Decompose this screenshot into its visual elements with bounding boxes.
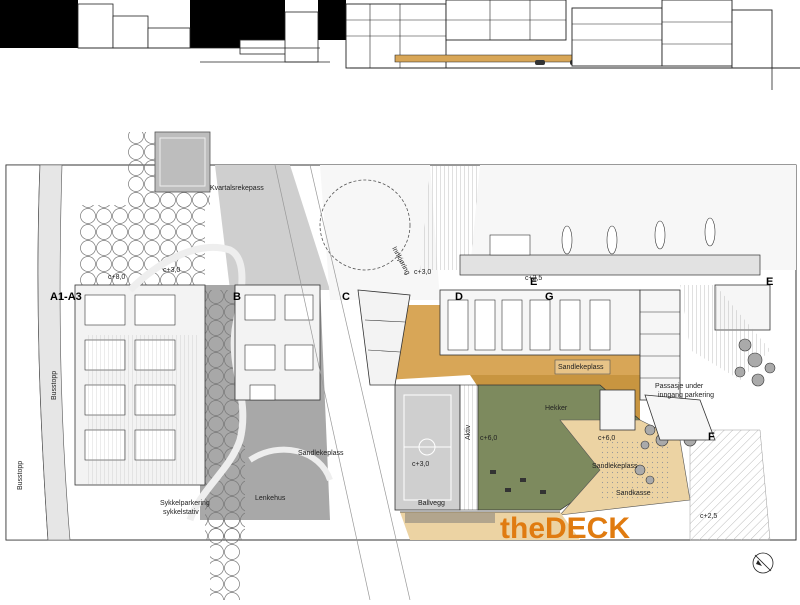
label-kvartalsrekepass: Kvartalsrekepass bbox=[210, 185, 264, 192]
label-c3-left: c+3,0 bbox=[163, 267, 180, 274]
label-sandkasse: Sandkasse bbox=[616, 490, 651, 497]
label-c2-5-right: c+2,5 bbox=[700, 513, 717, 520]
label-building-e1: E bbox=[530, 276, 537, 288]
label-c3-mid: c+3,0 bbox=[414, 269, 431, 276]
label-sykkelparkering: Sykkelparkering bbox=[160, 500, 210, 507]
label-hekker: Hekker bbox=[545, 405, 568, 412]
label-sykkelstativ: sykkelstativ bbox=[163, 509, 199, 516]
elevation-section bbox=[0, 0, 800, 90]
label-building-c: C bbox=[342, 291, 350, 303]
label-building-d: D bbox=[455, 291, 463, 303]
label-busstopp-bottom: Busstopp bbox=[17, 461, 24, 490]
label-sandlekeplass-3: Sandlekeplass bbox=[592, 463, 638, 470]
label-busstopp-top: Busstopp bbox=[51, 371, 58, 400]
label-c6-b: c+6,0 bbox=[598, 435, 615, 442]
label-passasje: Passasje under bbox=[655, 383, 704, 390]
label-building-e2: E bbox=[766, 276, 773, 288]
label-ballvegg: Ballvegg bbox=[418, 500, 445, 507]
label-c3-court: c+3,0 bbox=[412, 461, 429, 468]
label-aktiv: Aktiv bbox=[465, 424, 472, 440]
label-c8: c+8,0 bbox=[108, 274, 125, 281]
label-c6-a: c+6,0 bbox=[480, 435, 497, 442]
label-sandlekeplass-1: Sandlekeplass bbox=[298, 450, 344, 457]
label-sandlekeplass-2: Sandlekeplass bbox=[558, 364, 604, 371]
label-lenkehus: Lenkehus bbox=[255, 495, 286, 502]
label-building-b: B bbox=[233, 291, 241, 303]
label-building-g: G bbox=[545, 291, 554, 303]
label-c2-5-top: c+2,5 bbox=[525, 275, 542, 282]
label-building-f: F bbox=[708, 431, 715, 443]
label-inngang: inngang parkering bbox=[658, 392, 714, 399]
label-building-a: A1-A3 bbox=[50, 291, 82, 303]
the-deck-title: theDECK bbox=[500, 512, 630, 545]
site-plan bbox=[5, 131, 797, 601]
